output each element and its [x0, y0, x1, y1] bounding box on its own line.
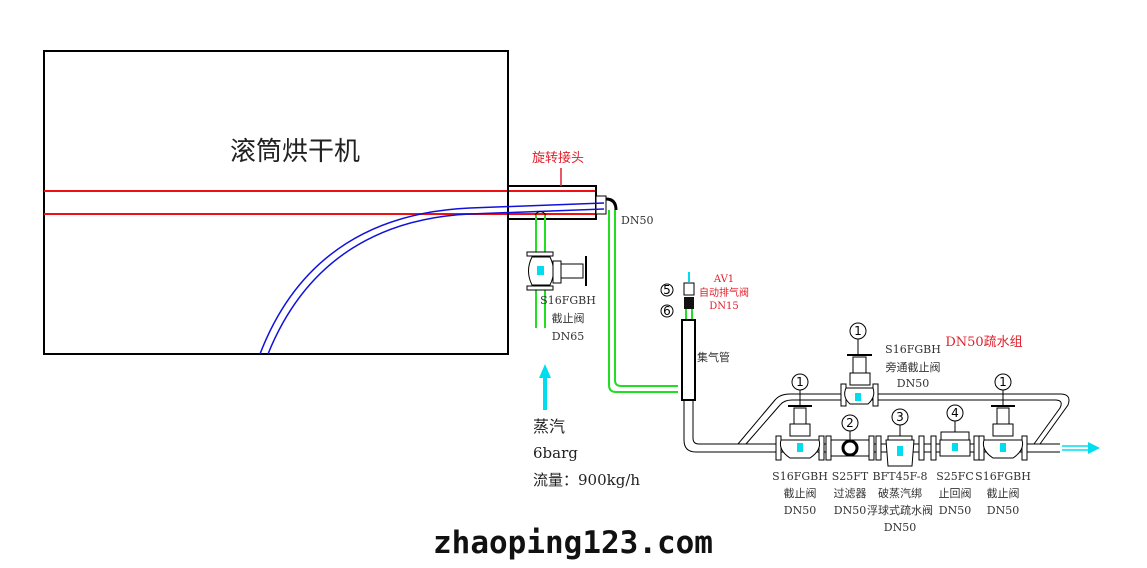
elbow [605, 197, 618, 211]
joint-nut [595, 195, 607, 215]
component-model: S16FGBH [975, 470, 1031, 483]
bypass-valve-name: 旁通截止阀 [886, 360, 941, 374]
dryer-title: 滚筒烘干机 [230, 137, 360, 167]
component-model: BFT45F-8 [873, 470, 928, 483]
air-vent-tag: AV1 [713, 274, 734, 285]
inlet-valve-name: 截止阀 [552, 311, 585, 325]
outlet-arrow-icon [1088, 442, 1100, 454]
callout-5-text: 5 [663, 283, 671, 297]
header-label: 集气管 [697, 350, 730, 364]
component-size: DN50 [939, 504, 971, 517]
inlet-globe-valve [526, 251, 587, 291]
component-name2: 浮球式疏水阀 [867, 503, 933, 517]
bypass-loop [737, 393, 1070, 445]
inlet-valve-size: DN65 [552, 330, 584, 343]
component-callout: 1 [999, 375, 1007, 389]
isolation-valve [684, 297, 694, 309]
siphon-pipe-inner [267, 208, 605, 355]
component-name: 破蒸汽绑 [878, 486, 922, 500]
bypass-callout-text: 1 [854, 324, 862, 338]
component-name: 截止阀 [987, 486, 1020, 500]
callout-1 [791, 373, 809, 391]
bypass-valve-size: DN50 [897, 377, 929, 390]
component-name: 过滤器 [834, 487, 867, 500]
siphon-pipe-outer [259, 202, 605, 355]
steam-pressure: 6barg [533, 444, 578, 462]
component-callout: 4 [951, 406, 959, 420]
callout-5 [994, 373, 1012, 391]
dn50-label: DN50 [621, 214, 653, 227]
component-model: S16FGBH [772, 470, 828, 483]
bypass-callout [849, 322, 867, 340]
steam-flow-arrow-icon [539, 364, 551, 378]
steam-name: 蒸汽 [533, 417, 565, 436]
dryer-drum [43, 50, 509, 355]
component-size: DN50 [884, 521, 916, 534]
air-vent-name: 自动排气阀 [699, 286, 749, 299]
component-model: S25FC [936, 470, 974, 483]
component-callout: 1 [796, 375, 804, 389]
collection-header [681, 319, 696, 401]
inlet-valve-model: S16FGBH [540, 294, 596, 307]
dn50-pipe [608, 384, 678, 393]
drain-main-pipe [683, 400, 1060, 453]
callout-6-text: 6 [663, 304, 671, 318]
callout-4 [946, 404, 964, 422]
steam-flow: 流量：900kg/h [533, 471, 640, 489]
drain-group-title: DN50疏水组 [945, 335, 1022, 350]
callout-6 [660, 304, 674, 318]
component-model: S25FT [832, 470, 869, 483]
callout-2 [841, 414, 859, 432]
component-size: DN50 [834, 504, 866, 517]
bypass-valve-model: S16FGBH [885, 343, 941, 356]
air-vent-valve [683, 282, 695, 296]
component-callout: 3 [896, 410, 904, 424]
component-size: DN50 [987, 504, 1019, 517]
component-name: 截止阀 [784, 486, 817, 500]
watermark: zhaoping123.com [433, 525, 713, 561]
component-callout: 2 [846, 416, 854, 430]
callout-3 [891, 408, 909, 426]
bypass-globe-valve [840, 339, 879, 407]
air-vent-size: DN15 [709, 301, 739, 312]
component-size: DN50 [784, 504, 816, 517]
callout-5 [660, 283, 674, 297]
component-name: 止回阀 [939, 486, 972, 500]
rotary-joint-label: 旋转接头 [532, 150, 584, 166]
